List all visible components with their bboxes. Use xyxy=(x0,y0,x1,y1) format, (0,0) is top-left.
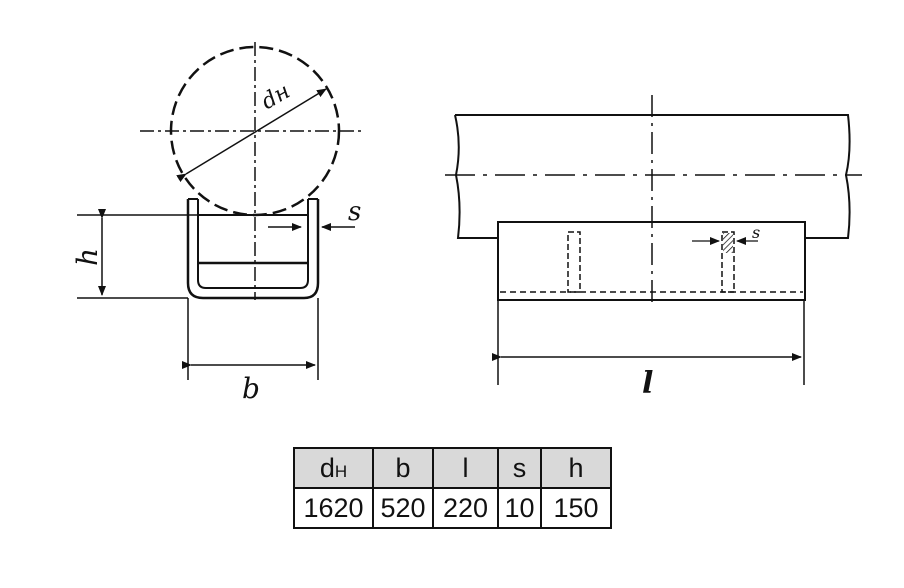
rib-left xyxy=(567,231,581,293)
thickness-label: s xyxy=(348,197,361,227)
dimensions-table: dH b l s h 1620 520 220 10 150 xyxy=(293,447,612,529)
cross-section-view xyxy=(77,42,362,380)
header-cell: l xyxy=(432,447,499,489)
u-channel-outer xyxy=(186,199,320,300)
table-header-row: dH b l s h xyxy=(293,447,612,489)
header-text: d xyxy=(319,452,335,483)
value-cell: 220 xyxy=(432,487,499,529)
rib-thickness-label: s xyxy=(752,223,760,242)
width-label: b xyxy=(242,372,260,405)
header-cell: dH xyxy=(293,447,374,489)
u-channel-inner xyxy=(197,199,309,289)
value-cell: 150 xyxy=(540,487,612,529)
support-plate xyxy=(497,221,806,301)
value-cell: 520 xyxy=(372,487,434,529)
diameter-label: dн xyxy=(257,79,294,115)
header-cell: h xyxy=(540,447,612,489)
value-cell: 10 xyxy=(497,487,542,529)
header-cell: s xyxy=(497,447,542,489)
side-view xyxy=(445,95,862,385)
rib-right xyxy=(721,231,735,293)
value-cell: 1620 xyxy=(293,487,374,529)
height-label: h xyxy=(71,248,104,266)
length-label: l xyxy=(642,366,653,401)
table-row: 1620 520 220 10 150 xyxy=(293,487,612,529)
header-subscript: H xyxy=(334,461,348,481)
diameter-dimension xyxy=(176,88,327,183)
header-cell: b xyxy=(372,447,434,489)
